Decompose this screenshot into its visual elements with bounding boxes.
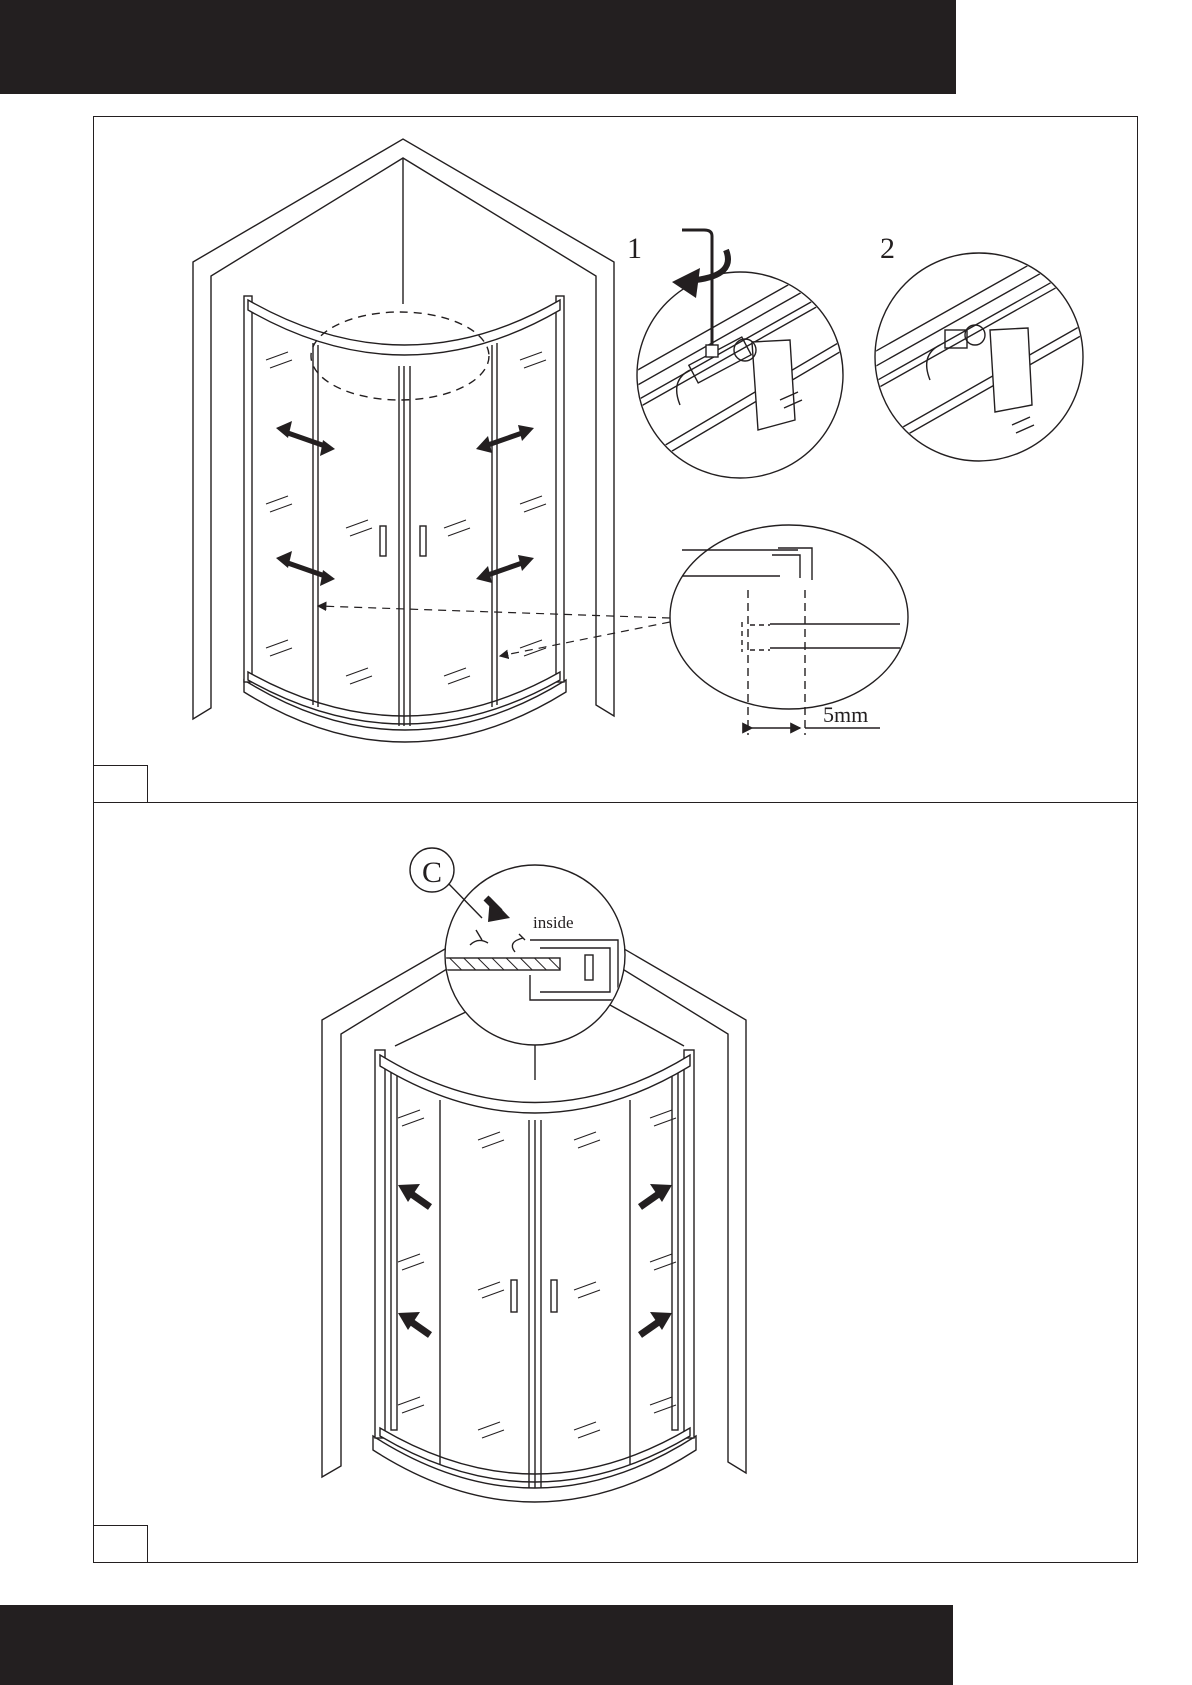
adjust-arrows [276,421,534,586]
detail-label-2: 2 [880,232,895,265]
detail-circle-1 [620,230,860,478]
shower-tray [244,680,566,742]
inside-label: inside [533,913,574,932]
detail-gap-ellipse [670,525,908,735]
detail-label-1: 1 [627,232,642,265]
part-label-c: C [422,856,442,889]
shower-enclosure-top [193,139,614,742]
gap-label: 5mm [823,702,868,727]
zoom-detail-inside [410,848,625,1045]
detail-circle-2 [860,225,1100,461]
top-rail [248,300,560,355]
